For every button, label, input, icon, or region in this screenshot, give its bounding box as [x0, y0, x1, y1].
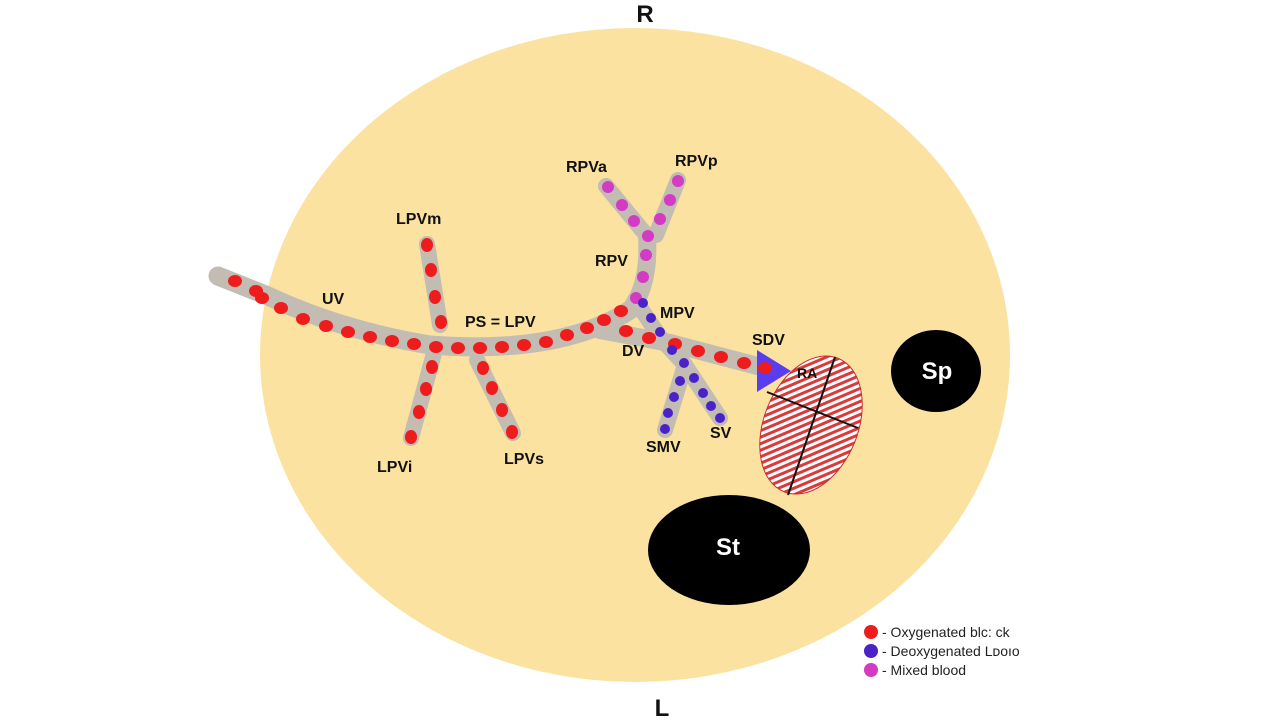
deoxygenated-dot: [660, 424, 670, 434]
stomach-label: St: [716, 534, 740, 561]
mixed-blood-dot: [642, 230, 654, 242]
oxygenated-dot: [614, 305, 628, 317]
label-mpv: MPV: [660, 305, 695, 322]
oxygenated-dot: [413, 405, 425, 419]
deoxygenated-dot: [669, 392, 679, 402]
oxygenated-dot: [228, 275, 242, 287]
oxygenated-dot: [421, 238, 433, 252]
blood-dots: [228, 175, 772, 444]
oxygenated-dot: [580, 322, 594, 334]
deoxygenated-dot: [706, 401, 716, 411]
legend-swatch-mixed: [864, 663, 878, 677]
mixed-blood-dot: [616, 199, 628, 211]
deoxygenated-dot: [675, 376, 685, 386]
mixed-blood-dot: [628, 215, 640, 227]
oxygenated-dot: [426, 360, 438, 374]
label-sdv: SDV: [752, 332, 785, 349]
oxygenated-dot: [539, 336, 553, 348]
oxygenated-dot: [429, 290, 441, 304]
mixed-blood-dot: [637, 271, 649, 283]
legend-label-deoxygenated: - Deoxygenated Lᴅᴏıᴏ: [882, 643, 1020, 659]
oxygenated-dot: [435, 315, 447, 329]
oxygenated-dot: [758, 362, 772, 374]
oxygenated-dot: [642, 332, 656, 344]
oxygenated-dot: [425, 263, 437, 277]
legend-label-mixed: - Mixed blood: [882, 662, 966, 678]
label-lpvs: LPVs: [504, 451, 544, 468]
label-ra: RA: [797, 365, 817, 381]
right-atrium: [759, 355, 863, 496]
deoxygenated-dot: [663, 408, 673, 418]
label-lpvm: LPVm: [396, 211, 441, 228]
orientation-bottom-label: L: [655, 695, 670, 720]
mixed-blood-dot: [640, 249, 652, 261]
mixed-blood-dot: [602, 181, 614, 193]
oxygenated-dot: [486, 381, 498, 395]
mixed-blood-dot: [654, 213, 666, 225]
oxygenated-dot: [319, 320, 333, 332]
oxygenated-dot: [517, 339, 531, 351]
oxygenated-dot: [473, 342, 487, 354]
oxygenated-dot: [737, 357, 751, 369]
label-uv: UV: [322, 291, 345, 308]
oxygenated-dot: [363, 331, 377, 343]
rpvp-branch: [648, 172, 686, 243]
oxygenated-dot: [405, 430, 417, 444]
label-sv: SV: [710, 425, 732, 442]
legend-label-oxygenated: - Oxygenated blc: ck: [882, 624, 1011, 640]
mixed-blood-dot: [672, 175, 684, 187]
oxygenated-dot: [714, 351, 728, 363]
orientation-top-label: R: [636, 1, 653, 28]
oxygenated-dot: [597, 314, 611, 326]
oxygenated-dot: [495, 341, 509, 353]
spleen: [891, 330, 981, 412]
stomach: [648, 495, 810, 605]
oxygenated-dot: [429, 341, 443, 353]
label-rpva: RPVa: [566, 159, 607, 176]
oxygenated-dot: [341, 326, 355, 338]
oxygenated-dot: [385, 335, 399, 347]
label-smv: SMV: [646, 439, 681, 456]
spleen-label: Sp: [922, 358, 953, 385]
deoxygenated-dot: [679, 358, 689, 368]
deoxygenated-dot: [638, 298, 648, 308]
flow-arrow: [757, 350, 791, 392]
liver: [260, 28, 1010, 682]
deoxygenated-dot: [655, 327, 665, 337]
deoxygenated-dot: [715, 413, 725, 423]
deoxygenated-dot: [689, 373, 699, 383]
oxygenated-dot: [255, 292, 269, 304]
oxygenated-dot: [296, 313, 310, 325]
oxygenated-dot: [619, 325, 633, 337]
oxygenated-dot: [407, 338, 421, 350]
rpva-branch: [598, 178, 655, 244]
oxygenated-dot: [274, 302, 288, 314]
legend: - Oxygenated blc: ck - Deoxygenated Lᴅᴏı…: [864, 624, 1020, 678]
label-lpvi: LPVi: [377, 459, 412, 476]
oxygenated-dot: [496, 403, 508, 417]
mixed-blood-dot: [664, 194, 676, 206]
deoxygenated-dot: [667, 345, 677, 355]
lpvm-branch: [419, 236, 448, 333]
label-ps-lpv: PS = LPV: [465, 314, 536, 331]
deoxygenated-dot: [698, 388, 708, 398]
legend-swatch-oxygenated: [864, 625, 878, 639]
oxygenated-dot: [560, 329, 574, 341]
oxygenated-dot: [451, 342, 465, 354]
label-rpvp: RPVp: [675, 153, 718, 170]
legend-swatch-deoxygenated: [864, 644, 878, 658]
label-dv: DV: [622, 343, 645, 360]
label-rpv: RPV: [595, 253, 628, 270]
oxygenated-dot: [477, 361, 489, 375]
deoxygenated-dot: [646, 313, 656, 323]
oxygenated-dot: [691, 345, 705, 357]
oxygenated-dot: [506, 425, 518, 439]
oxygenated-dot: [420, 382, 432, 396]
